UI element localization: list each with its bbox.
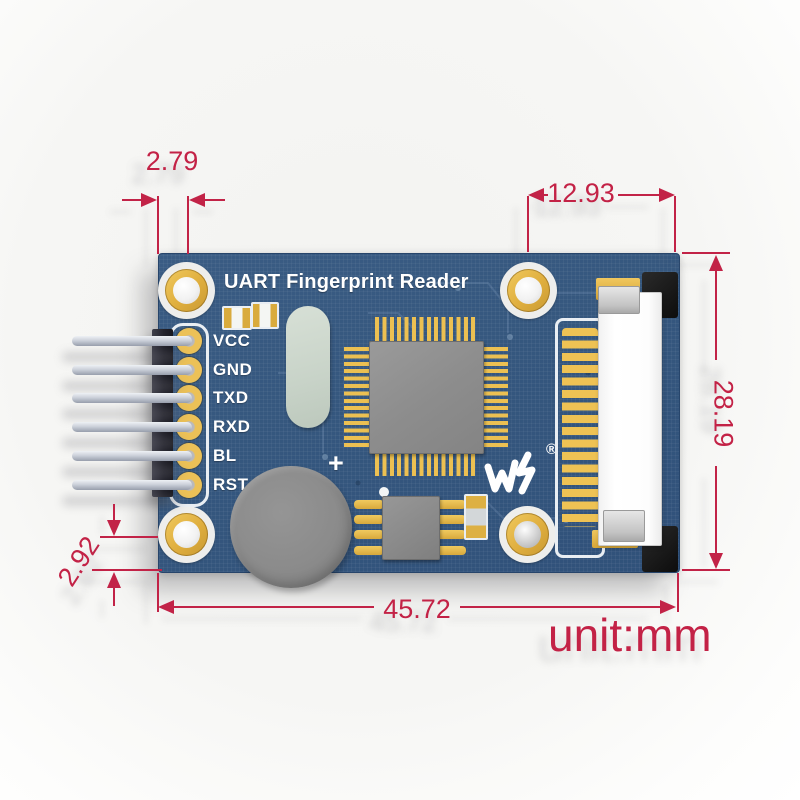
dim-arrow-shaft bbox=[122, 199, 143, 201]
dim-arrow-shaft bbox=[205, 199, 225, 201]
dim-arrowhead-up bbox=[107, 572, 121, 588]
header-pin bbox=[72, 480, 192, 490]
dim-arrowhead-right bbox=[659, 188, 675, 202]
header-pin bbox=[72, 336, 192, 346]
dim-bottom-value: 45.72 bbox=[383, 594, 451, 624]
buzzer-polarity-plus: + bbox=[328, 448, 344, 478]
board-title: UART Fingerprint Reader bbox=[224, 271, 469, 293]
dim-top-right-value: 12.93 bbox=[547, 178, 615, 208]
unit-label: unit:mm bbox=[548, 609, 712, 661]
dim-arrowhead-up bbox=[709, 255, 723, 271]
fpc-metal-tab-bottom bbox=[603, 510, 645, 542]
dim-line-segment bbox=[715, 466, 717, 556]
pin-label-gnd: GND bbox=[213, 360, 253, 379]
registered-trademark: ® bbox=[546, 441, 558, 458]
dim-arrowhead-down bbox=[709, 553, 723, 569]
dim-line-segment bbox=[174, 606, 374, 608]
dim-arrowhead-right bbox=[141, 193, 157, 207]
dim-arrowhead-left bbox=[158, 600, 174, 614]
header-pin bbox=[72, 393, 192, 403]
dim-extension-line bbox=[677, 573, 679, 612]
header-pin bbox=[72, 422, 192, 432]
dim-extension-line bbox=[682, 569, 730, 571]
dim-extension-line bbox=[527, 196, 529, 252]
dim-extension-line bbox=[157, 573, 159, 612]
pin-label-rst: RST bbox=[213, 475, 249, 494]
fpc-connector-body bbox=[598, 292, 662, 546]
qfp-pads-top bbox=[375, 317, 477, 342]
pin-header-body bbox=[152, 329, 173, 497]
qfp-pads-left bbox=[344, 347, 369, 447]
buzzer bbox=[230, 466, 352, 588]
header-pin bbox=[72, 365, 192, 375]
dim-arrow-shaft bbox=[542, 194, 548, 196]
sop8-pin bbox=[436, 515, 466, 524]
dim-arrowhead-down bbox=[107, 520, 121, 536]
mounting-hole-top-left bbox=[158, 262, 215, 319]
dim-extension-line bbox=[682, 252, 730, 254]
dim-extension-line bbox=[157, 196, 159, 254]
sop8-pin bbox=[436, 530, 466, 539]
sop8-pin bbox=[354, 500, 384, 509]
fpc-metal-tab-top bbox=[598, 286, 640, 314]
dim-extension-line bbox=[92, 569, 162, 571]
sop8-pin bbox=[436, 500, 466, 509]
pin1-dot-marker bbox=[379, 487, 389, 497]
smd-resistor bbox=[251, 302, 279, 329]
qfp-chip bbox=[369, 341, 484, 454]
fpc-pads bbox=[562, 328, 598, 527]
dim-arrow-shaft bbox=[113, 588, 115, 606]
qfp-pads-bottom bbox=[375, 451, 477, 476]
mounting-hole-bottom-right bbox=[499, 506, 556, 563]
pin-label-bl: BL bbox=[213, 446, 237, 465]
dim-extension-line bbox=[187, 196, 189, 254]
waveshare-logo-icon bbox=[484, 451, 536, 495]
dim-extension-line bbox=[674, 196, 676, 252]
pin-label-vcc: VCC bbox=[213, 331, 251, 350]
dim-arrowhead-right bbox=[660, 600, 676, 614]
pin-label-rxd: RXD bbox=[213, 417, 251, 436]
pin-label-txd: TXD bbox=[213, 388, 249, 407]
dim-arrowhead-left bbox=[528, 188, 544, 202]
crystal-oscillator bbox=[286, 306, 330, 428]
sop8-pin bbox=[354, 530, 384, 539]
mounting-hole-bottom-left bbox=[158, 506, 215, 563]
mounting-hole-top-right bbox=[500, 262, 557, 319]
sop8-pin bbox=[354, 546, 384, 555]
sop8-pin bbox=[436, 546, 466, 555]
smd-capacitor bbox=[464, 494, 488, 540]
smd-resistor bbox=[222, 306, 252, 330]
header-pin bbox=[72, 451, 192, 461]
dim-arrow-shaft bbox=[113, 504, 115, 522]
dim-top-left-value: 2.79 bbox=[145, 146, 199, 176]
dim-arrowhead-left bbox=[189, 193, 205, 207]
dim-arrow-shaft bbox=[618, 194, 660, 196]
dim-right-value: 28.19 bbox=[708, 379, 739, 448]
dim-line-segment bbox=[460, 606, 660, 608]
dim-extension-line bbox=[100, 536, 158, 538]
sop8-chip bbox=[382, 496, 440, 560]
qfp-pads-right bbox=[483, 347, 508, 447]
sop8-pin bbox=[354, 515, 384, 524]
dim-line-segment bbox=[715, 268, 717, 360]
